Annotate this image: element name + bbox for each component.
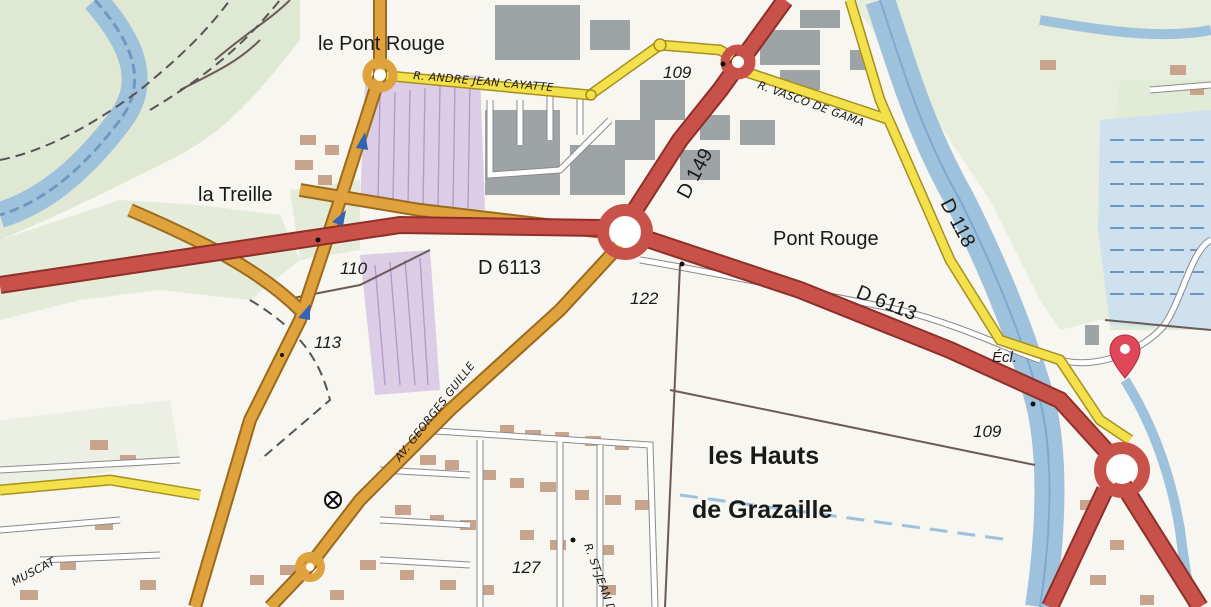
elevation-label-122: 122 — [630, 289, 659, 308]
lock-label: Écl. — [992, 349, 1017, 366]
elevation-label-110: 110 — [340, 259, 368, 278]
vineyard-areas — [360, 75, 485, 395]
district-label-de-grazaille: de Grazaille — [692, 496, 832, 524]
direction-arrow-icon — [298, 132, 368, 320]
place-label-le-pont-rouge: le Pont Rouge — [318, 33, 445, 55]
elevation-label-109-east: 109 — [973, 422, 1002, 441]
crossed-circle-icon — [324, 491, 342, 509]
elevation-points — [280, 61, 1036, 543]
residential-buildings — [20, 60, 1204, 605]
wetland-area — [1098, 110, 1211, 330]
elevation-label-109-north: 109 — [663, 63, 692, 82]
elevation-label-127: 127 — [512, 558, 541, 577]
road-label-d6113-west: D 6113 — [478, 257, 541, 279]
dashed-paths — [0, 0, 332, 461]
place-label-la-treille: la Treille — [198, 184, 272, 206]
district-label-les-hauts: les Hauts — [708, 442, 819, 470]
place-label-pont-rouge: Pont Rouge — [773, 228, 879, 250]
roundabouts — [295, 38, 1150, 582]
secondary-roads — [127, 0, 626, 607]
elevation-label-113: 113 — [314, 333, 342, 352]
location-pin-icon[interactable] — [1109, 334, 1141, 379]
